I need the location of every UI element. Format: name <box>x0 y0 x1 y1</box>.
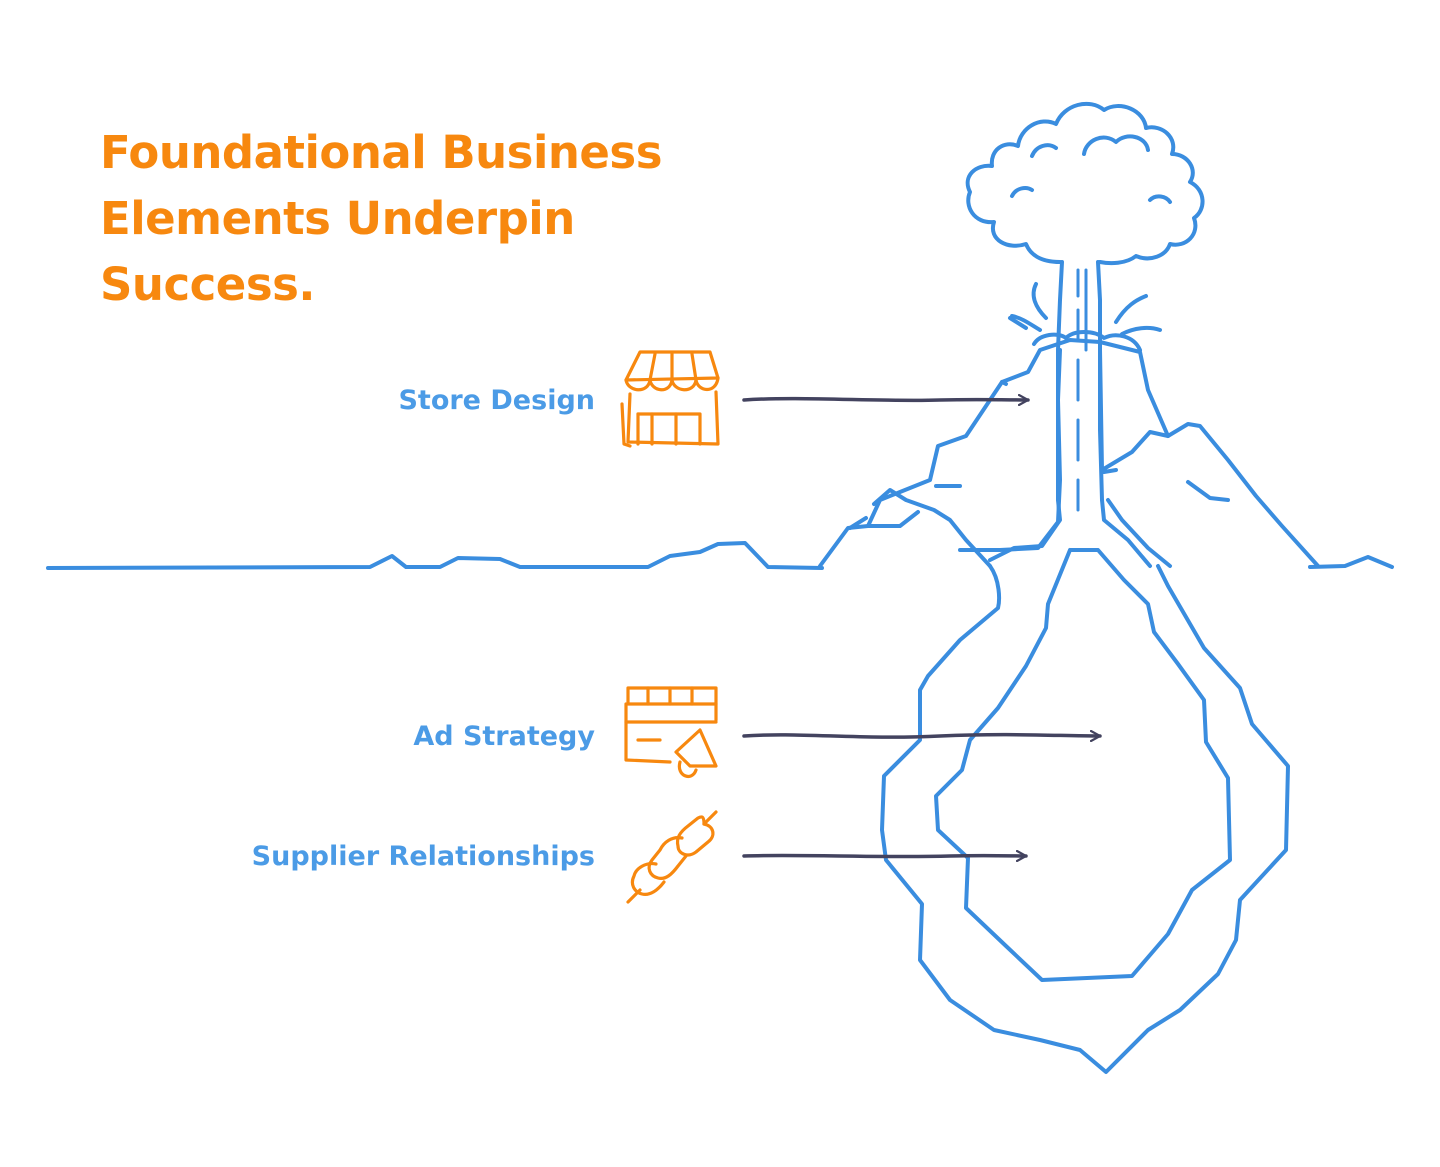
arrow-supplier-relationships <box>742 855 1028 856</box>
arrow-ad-strategy <box>742 735 1102 737</box>
arrow-store-design <box>742 399 1030 401</box>
page-title: Foundational Business Elements Underpin … <box>100 120 740 318</box>
arrows <box>742 399 1102 857</box>
ad-billboard-megaphone-icon <box>624 686 718 778</box>
iceberg-tip <box>818 316 1320 568</box>
plume <box>965 101 1205 512</box>
storefront-icon <box>620 350 720 448</box>
title-line-2: Elements Underpin <box>100 192 575 245</box>
iceberg-underwater <box>880 498 1290 1074</box>
title-line-3: Success. <box>100 258 315 311</box>
label-store-design: Store Design <box>398 385 595 416</box>
water-line <box>46 541 1394 570</box>
label-ad-strategy: Ad Strategy <box>413 721 595 752</box>
chain-link-icon <box>626 810 718 904</box>
title-line-1: Foundational Business <box>100 126 663 179</box>
label-supplier-relationships: Supplier Relationships <box>251 841 595 872</box>
